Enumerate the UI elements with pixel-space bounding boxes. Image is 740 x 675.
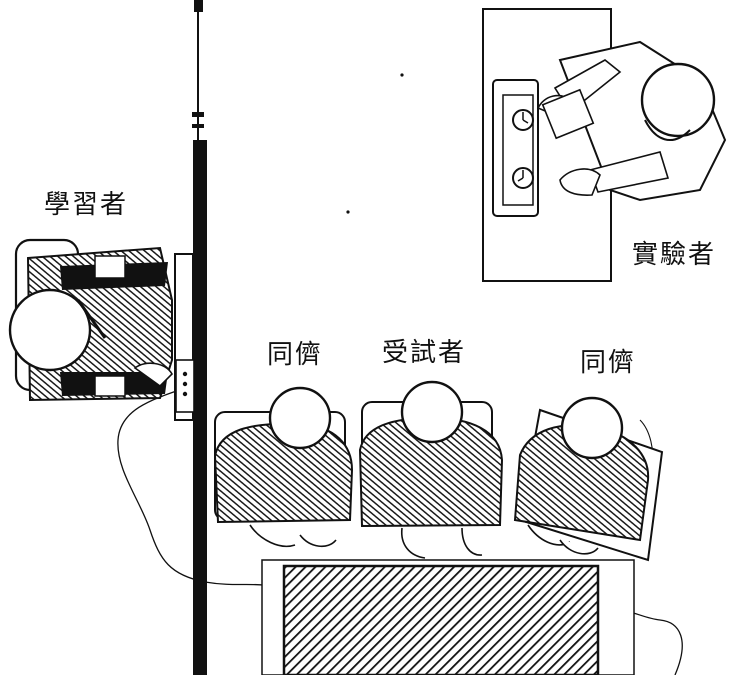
stray-mark (346, 210, 350, 214)
peer-right-label: 同儕 (580, 348, 637, 378)
stray-mark (400, 73, 404, 77)
subject-figure (358, 380, 504, 559)
dividing-wall (192, 0, 207, 675)
experimenter-label: 實驗者 (632, 240, 717, 270)
peer-left-label: 同儕 (267, 340, 324, 370)
peer-right-figure (513, 396, 664, 562)
subject-label: 受試者 (382, 338, 467, 368)
learner-figure (8, 238, 195, 421)
table (261, 559, 635, 675)
wire-path (117, 387, 286, 591)
peer-left-figure (213, 386, 354, 548)
dial-icon (512, 109, 534, 131)
dial-icon (512, 167, 534, 189)
experimenter-booth (482, 8, 727, 282)
learner-label: 學習者 (44, 190, 129, 220)
